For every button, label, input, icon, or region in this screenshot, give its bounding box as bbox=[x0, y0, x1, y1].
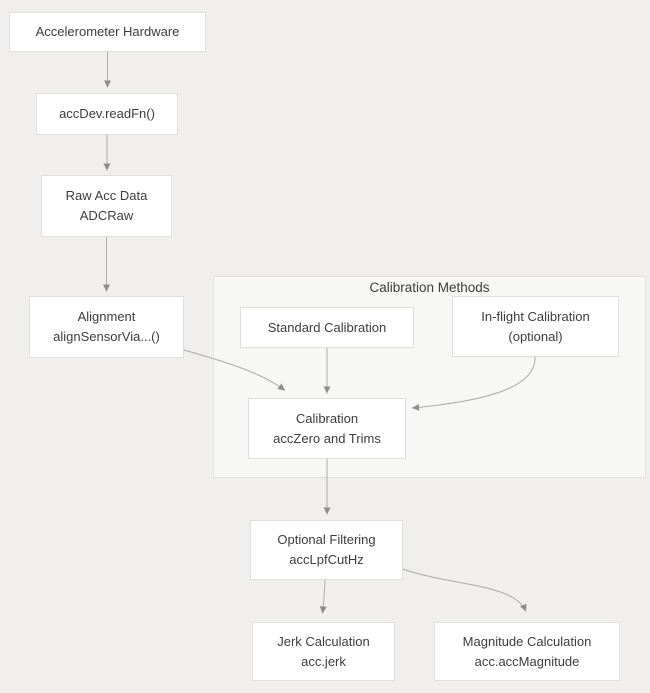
node-label: In-flight Calibration bbox=[481, 308, 590, 324]
node-accelerometer-hardware: Accelerometer Hardware bbox=[9, 12, 206, 52]
node-label: Optional Filtering bbox=[277, 532, 376, 547]
node-label: Standard Calibration bbox=[267, 319, 387, 335]
node-label: Raw Acc Data bbox=[65, 188, 148, 203]
node-label: Accelerometer Hardware bbox=[35, 24, 180, 39]
node-sublabel: acc.jerk bbox=[301, 653, 346, 669]
edge-filtering-to-magnitude bbox=[402, 568, 527, 612]
edge-inflight-to-calibration bbox=[411, 356, 536, 411]
node-sublabel: (optional) bbox=[508, 328, 563, 344]
node-accdev-readfn: accDev.readFn() bbox=[36, 93, 178, 135]
node-label: Alignment bbox=[77, 309, 136, 324]
edge-alignment-to-calibration bbox=[183, 349, 286, 391]
node-optional-filtering: Optional Filtering accLpfCutHz bbox=[250, 520, 403, 580]
node-sublabel: accZero and Trims bbox=[273, 430, 381, 446]
node-sublabel: acc.accMagnitude bbox=[474, 653, 580, 669]
node-calibration: Calibration accZero and Trims bbox=[248, 398, 406, 459]
edge-filtering-to-jerk bbox=[319, 579, 327, 614]
node-standard-calibration: Standard Calibration bbox=[240, 307, 414, 348]
node-jerk-calculation: Jerk Calculation acc.jerk bbox=[252, 622, 395, 681]
node-label: accDev.readFn() bbox=[59, 106, 155, 121]
node-label: Jerk Calculation bbox=[277, 633, 370, 649]
node-sublabel: alignSensorVia...() bbox=[53, 329, 160, 344]
calibration-methods-group-title: Calibration Methods bbox=[369, 280, 490, 295]
node-label: Calibration bbox=[295, 410, 359, 426]
node-raw-acc-data: Raw Acc Data ADCRaw bbox=[41, 175, 172, 237]
node-sublabel: accLpfCutHz bbox=[289, 552, 364, 567]
node-label: Magnitude Calculation bbox=[462, 633, 592, 649]
node-magnitude-calculation: Magnitude Calculation acc.accMagnitude bbox=[434, 622, 620, 681]
node-inflight-calibration: In-flight Calibration (optional) bbox=[452, 296, 619, 357]
node-sublabel: ADCRaw bbox=[79, 208, 134, 223]
node-alignment: Alignment alignSensorVia...() bbox=[29, 296, 184, 358]
